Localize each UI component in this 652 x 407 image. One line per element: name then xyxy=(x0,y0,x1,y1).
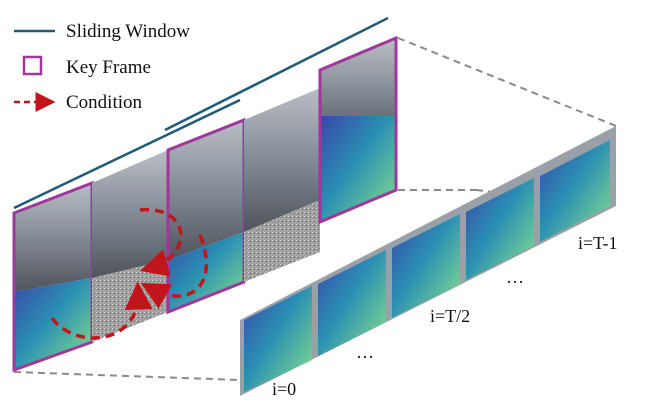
frame-label-middle: i=T/2 xyxy=(430,306,470,326)
legend-condition-label: Condition xyxy=(66,92,143,113)
legend-key-frame-label: Key Frame xyxy=(66,57,151,78)
projection-lines xyxy=(13,37,617,381)
condition-arrows xyxy=(50,208,208,340)
key-frame-1 xyxy=(12,180,94,373)
sliding-window-line-upper xyxy=(164,16,389,132)
ellipsis-left: … xyxy=(356,342,374,362)
depth-frame-4 xyxy=(466,178,534,280)
noise-frame-2 xyxy=(92,150,168,342)
ellipsis-right: … xyxy=(506,267,524,287)
legend-sliding-window-label: Sliding Window xyxy=(66,21,190,42)
depth-frame-5 xyxy=(540,140,610,242)
legend-key-frame-swatch xyxy=(22,55,43,76)
depth-frame-1 xyxy=(244,286,312,392)
legend: Sliding Window Key Frame Condition xyxy=(14,21,190,113)
sliding-window-line-lower xyxy=(13,98,241,210)
frame-label-last: i=T-1 xyxy=(578,233,618,253)
depth-frame-2 xyxy=(318,250,386,356)
depth-frame-3 xyxy=(392,214,460,318)
depth-strip xyxy=(240,126,616,396)
frame-label-first: i=0 xyxy=(272,379,296,399)
noise-frame-4 xyxy=(244,88,320,282)
key-frame-3 xyxy=(166,117,246,315)
key-frame-5 xyxy=(318,35,398,225)
left-frame-strip xyxy=(12,35,398,373)
